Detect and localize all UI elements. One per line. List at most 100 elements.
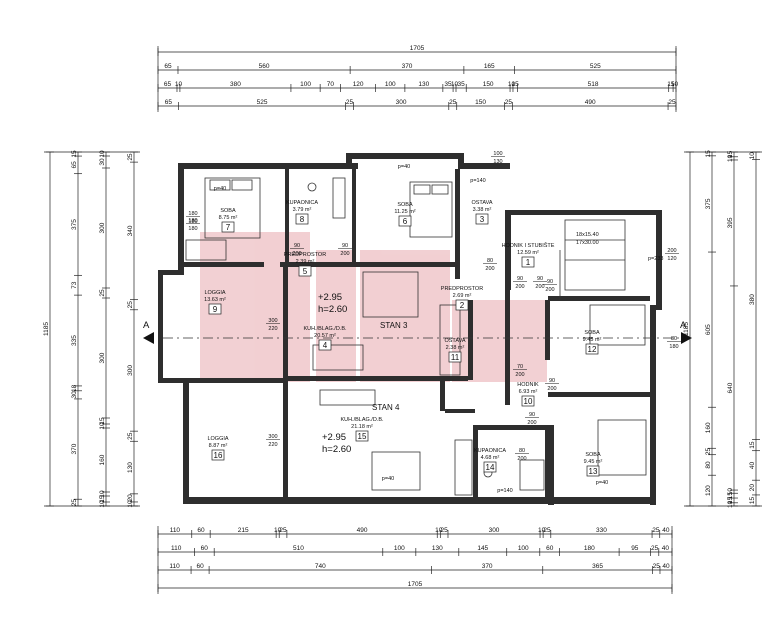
- room-area: 9.45 m²: [584, 459, 603, 465]
- opening-height: 200: [515, 284, 524, 290]
- dim-left-value: 1185: [43, 322, 50, 336]
- dim-left-value: 340: [127, 225, 134, 236]
- opening-width: 70: [517, 364, 523, 370]
- opening-width: 200: [667, 248, 676, 254]
- dim-right-value: 605: [705, 324, 712, 335]
- room-number-box: [585, 343, 599, 355]
- dim-bottom-value: 100: [394, 545, 405, 552]
- room-area: 8.87 m²: [209, 443, 228, 449]
- section-marker-right: A: [680, 320, 692, 344]
- dim-left-value: 300: [99, 222, 106, 233]
- opening-dims: p=40: [214, 186, 226, 192]
- opening-dims: p=140: [470, 178, 485, 184]
- dim-top-value: 370: [402, 63, 413, 70]
- dim-bottom-value: 10: [274, 527, 282, 534]
- room-number: 4: [323, 341, 328, 350]
- opening-height: 200: [535, 284, 544, 290]
- room-name: SOBA: [584, 330, 600, 336]
- rail-spec: p=233: [648, 256, 663, 262]
- room-area: 6.93 m²: [519, 389, 538, 395]
- opening-dims: p=140: [497, 488, 512, 494]
- dim-bottom-value: 60: [201, 545, 209, 552]
- opening-height: 200: [545, 287, 554, 293]
- dim-left-value: 25: [127, 153, 134, 161]
- dim-top-value: 525: [590, 63, 601, 70]
- dim-right-value: 15: [705, 150, 712, 158]
- opening-width: p=40: [382, 476, 394, 482]
- stair-spec-2: 17x30.00: [576, 240, 599, 246]
- opening-width: 90: [294, 243, 300, 249]
- room-area: 21.18 m²: [351, 424, 373, 430]
- dim-left-value: 10: [127, 500, 134, 508]
- dim-right-value: 25: [705, 447, 712, 455]
- section-marker-left: A: [143, 320, 154, 344]
- room-area: 4.68 m²: [481, 455, 500, 461]
- dim-top-value: 10: [451, 81, 459, 88]
- room-area: 2.69 m²: [453, 293, 472, 299]
- dim-bottom-value: 300: [489, 527, 500, 534]
- opening-width: 300: [268, 318, 277, 324]
- room-area: 2.38 m²: [446, 345, 465, 351]
- dim-left-value: 25: [71, 499, 78, 507]
- dim-bottom-value: 40: [662, 545, 670, 552]
- room-number-box: [295, 213, 309, 225]
- opening-height: 200: [527, 420, 536, 426]
- dim-top-value: 518: [588, 81, 599, 88]
- opening-width: 80: [671, 336, 677, 342]
- room-number-box: [448, 351, 462, 363]
- dim-bottom-value: 25: [441, 527, 449, 534]
- opening-height: 220: [268, 442, 277, 448]
- dim-bottom-value: 60: [196, 563, 204, 570]
- floor-level-stan4: +2.95: [322, 432, 346, 443]
- opening-width: 80: [519, 448, 525, 454]
- dim-top-value: 560: [259, 63, 270, 70]
- dim-bottom-value: 40: [662, 527, 670, 534]
- room-number: 8: [300, 215, 305, 224]
- room-number: 10: [524, 397, 533, 406]
- dim-top-value: 150: [483, 81, 494, 88]
- dim-top-value: 100: [300, 81, 311, 88]
- room-area: 8.75 m²: [219, 215, 238, 221]
- dim-bottom-value: 145: [477, 545, 488, 552]
- dim-top-value: 25: [449, 99, 457, 106]
- svg-text:A: A: [680, 320, 687, 331]
- dim-bottom-value: 25: [652, 527, 660, 534]
- dim-top-value: 165: [484, 63, 495, 70]
- dim-bottom-value: 740: [315, 563, 326, 570]
- room-number-box: [521, 395, 535, 407]
- dim-left-value: 20: [127, 494, 134, 502]
- opening-height: 130: [493, 159, 502, 165]
- ceiling-height-stan3: h=2.60: [318, 304, 347, 315]
- opening-width: p=40: [214, 186, 226, 192]
- dim-bottom-value: 10: [538, 527, 546, 534]
- room-name: OSTAVA: [444, 338, 465, 344]
- room-number: 12: [588, 345, 597, 354]
- opening-width: 300: [268, 434, 277, 440]
- apartment-label-stan3: STAN 3: [380, 321, 408, 330]
- room-number-box: [211, 449, 225, 461]
- dim-left-value: 10: [99, 150, 106, 158]
- dim-bottom-value: 365: [592, 563, 603, 570]
- svg-text:A: A: [143, 320, 150, 331]
- dim-right-value: 10: [727, 154, 734, 162]
- dimension-right: 1185153756051602580120151039564010151510…: [683, 150, 762, 508]
- opening-height: 200: [340, 251, 349, 257]
- dim-bottom-value: 180: [584, 545, 595, 552]
- room-number: 5: [303, 267, 308, 276]
- dim-right-value: 15: [727, 496, 734, 504]
- dim-top-value: 35: [444, 81, 452, 88]
